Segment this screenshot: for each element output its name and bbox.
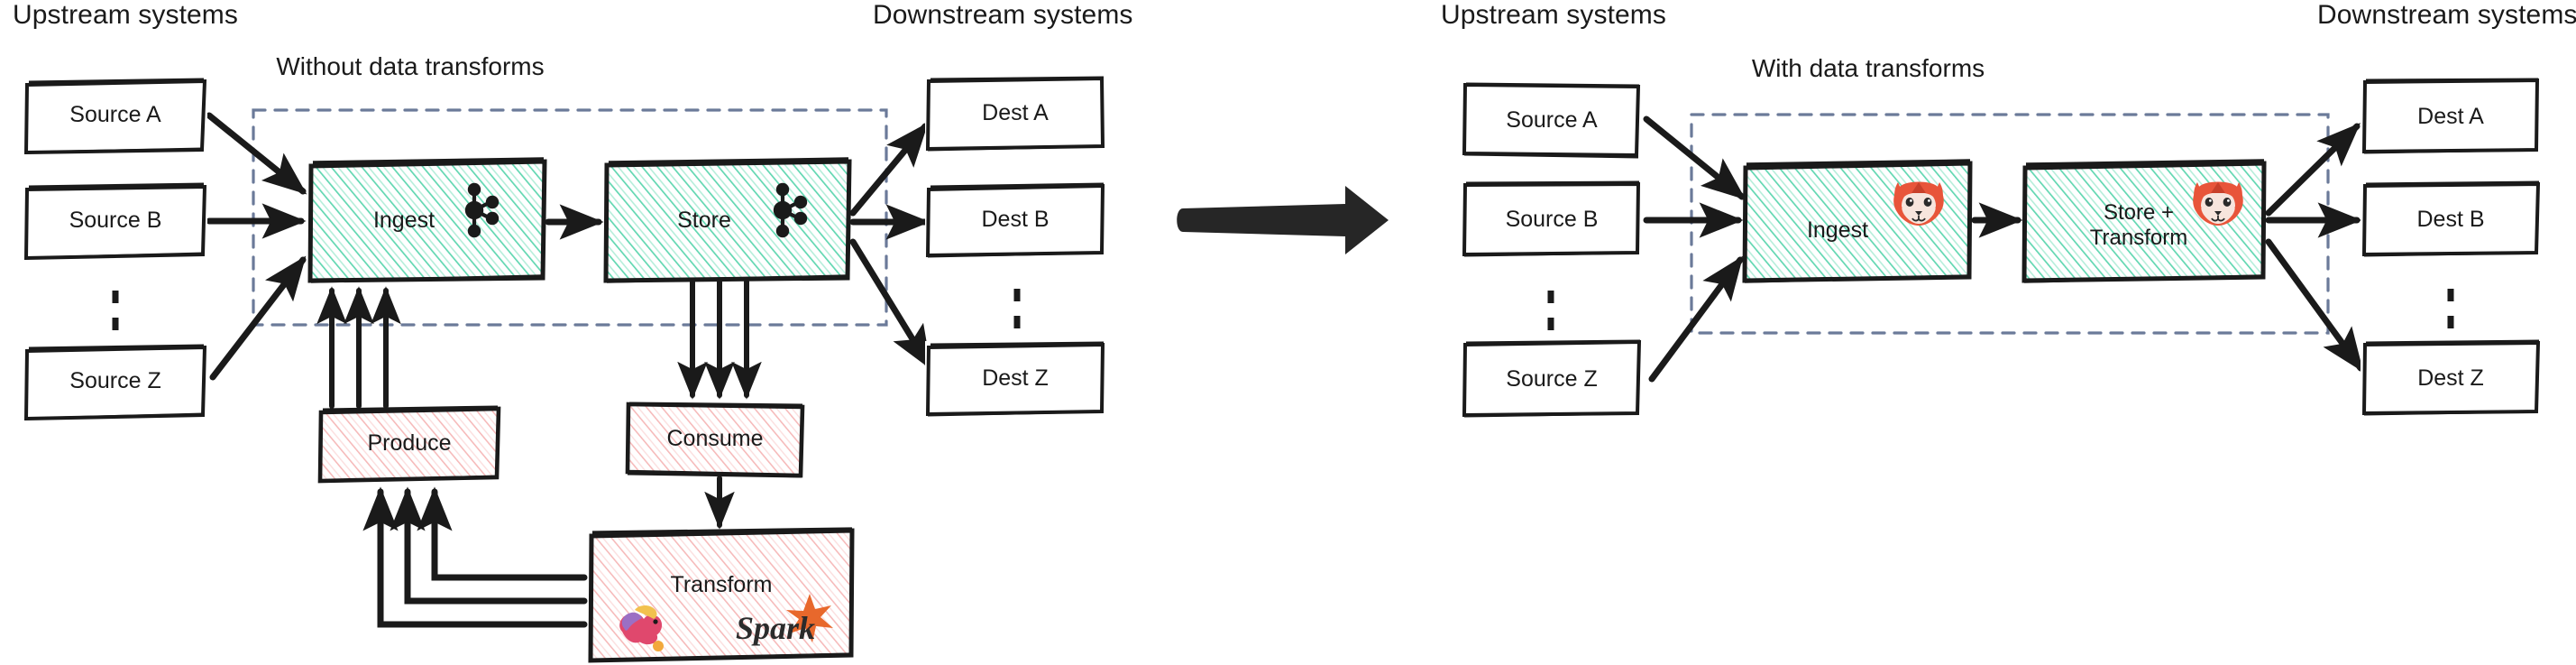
sketch-rect: [1462, 180, 1641, 257]
right-source-a-box[interactable]: Source A: [1461, 81, 1643, 161]
left-ingest-label: Ingest: [372, 208, 435, 234]
sketch-rect: [1462, 82, 1641, 159]
right-dest-z-box[interactable]: Dest Z: [2361, 339, 2541, 419]
produce-label: Produce: [367, 430, 452, 457]
right-ingest-label: Ingest: [1806, 217, 1869, 244]
right-dest-b-box[interactable]: Dest B: [2361, 180, 2541, 260]
sketch-rect: [2361, 78, 2540, 154]
sketch-rect: [23, 182, 207, 260]
left-upstream-header: Upstream systems: [13, 0, 238, 30]
edge-store-destA: [849, 122, 929, 217]
edge-r-store-destA: [2265, 123, 2361, 217]
left-dest-z-box[interactable]: Dest Z: [925, 341, 1105, 417]
right-upstream-header: Upstream systems: [1441, 0, 1666, 30]
left-store-label: Store: [677, 208, 731, 234]
left-downstream-header: Downstream systems: [873, 0, 1133, 30]
right-source-b-label: Source B: [1505, 207, 1599, 233]
edge-r-sourceA-ingest: [1643, 115, 1746, 200]
left-source-b-box[interactable]: Source B: [23, 182, 207, 260]
left-source-a-label: Source A: [69, 102, 161, 128]
transform-box[interactable]: Transform Spark: [586, 527, 857, 664]
right-downstream-header: Downstream systems: [2317, 0, 2576, 30]
right-ingest-box[interactable]: Ingest: [1740, 159, 1975, 285]
right-dest-a-box[interactable]: Dest A: [2361, 78, 2541, 157]
right-dest-z-label: Dest Z: [2417, 365, 2484, 392]
right-source-a-label: Source A: [1506, 107, 1598, 134]
right-store-transform-label: Store + Transform: [2089, 199, 2188, 250]
sketch-rect: [925, 182, 1105, 258]
edge-sourceZ-ingest: [209, 255, 307, 381]
left-source-b-label: Source B: [69, 208, 162, 234]
consume-box[interactable]: Consume: [624, 400, 806, 479]
right-source-z-label: Source Z: [1506, 366, 1598, 393]
transition-arrow: [1177, 186, 1389, 254]
left-dest-b-label: Dest B: [981, 207, 1050, 233]
edge-store-destZ: [849, 238, 932, 370]
left-dest-a-label: Dest A: [982, 100, 1049, 126]
left-dest-z-label: Dest Z: [982, 365, 1049, 392]
produce-box[interactable]: Produce: [317, 404, 501, 484]
left-panel-title: Without data transforms: [276, 52, 545, 80]
sketch-rect: [317, 405, 501, 484]
left-ingest-box[interactable]: Ingest: [307, 157, 548, 285]
sketch-rect: [925, 341, 1105, 417]
left-dest-a-box[interactable]: Dest A: [925, 76, 1105, 152]
left-source-z-label: Source Z: [69, 368, 161, 394]
right-source-z-box[interactable]: Source Z: [1461, 339, 1643, 420]
edge-r-sourceZ-ingest: [1648, 255, 1744, 383]
left-dest-b-box[interactable]: Dest B: [925, 182, 1105, 258]
sketch-rect: [2361, 180, 2541, 257]
right-panel-title: With data transforms: [1751, 54, 1985, 82]
edge-r-store-destZ: [2265, 238, 2364, 373]
sketch-rect: [1462, 339, 1642, 418]
left-store-box[interactable]: Store: [602, 157, 853, 285]
consume-label: Consume: [666, 426, 764, 452]
right-source-b-box[interactable]: Source B: [1461, 180, 1643, 260]
sketch-rect: [23, 344, 207, 420]
sketch-rect: [925, 76, 1105, 152]
right-store-transform-box[interactable]: Store + Transform: [2020, 159, 2269, 285]
left-source-z-box[interactable]: Source Z: [23, 343, 207, 420]
left-source-a-box[interactable]: Source A: [23, 77, 207, 154]
edge-transform-produce-3: [362, 486, 588, 628]
edge-sourceA-ingest: [206, 112, 307, 195]
right-dest-b-label: Dest B: [2416, 207, 2485, 233]
edge-transform-produce-2: [390, 486, 588, 605]
sketch-rect: [2361, 339, 2541, 416]
edge-transform-produce-1: [417, 486, 588, 581]
sketch-rect: [625, 402, 805, 478]
transform-label: Transform: [670, 572, 773, 597]
right-dest-a-label: Dest A: [2417, 104, 2484, 130]
sketch-rect: [23, 78, 207, 154]
